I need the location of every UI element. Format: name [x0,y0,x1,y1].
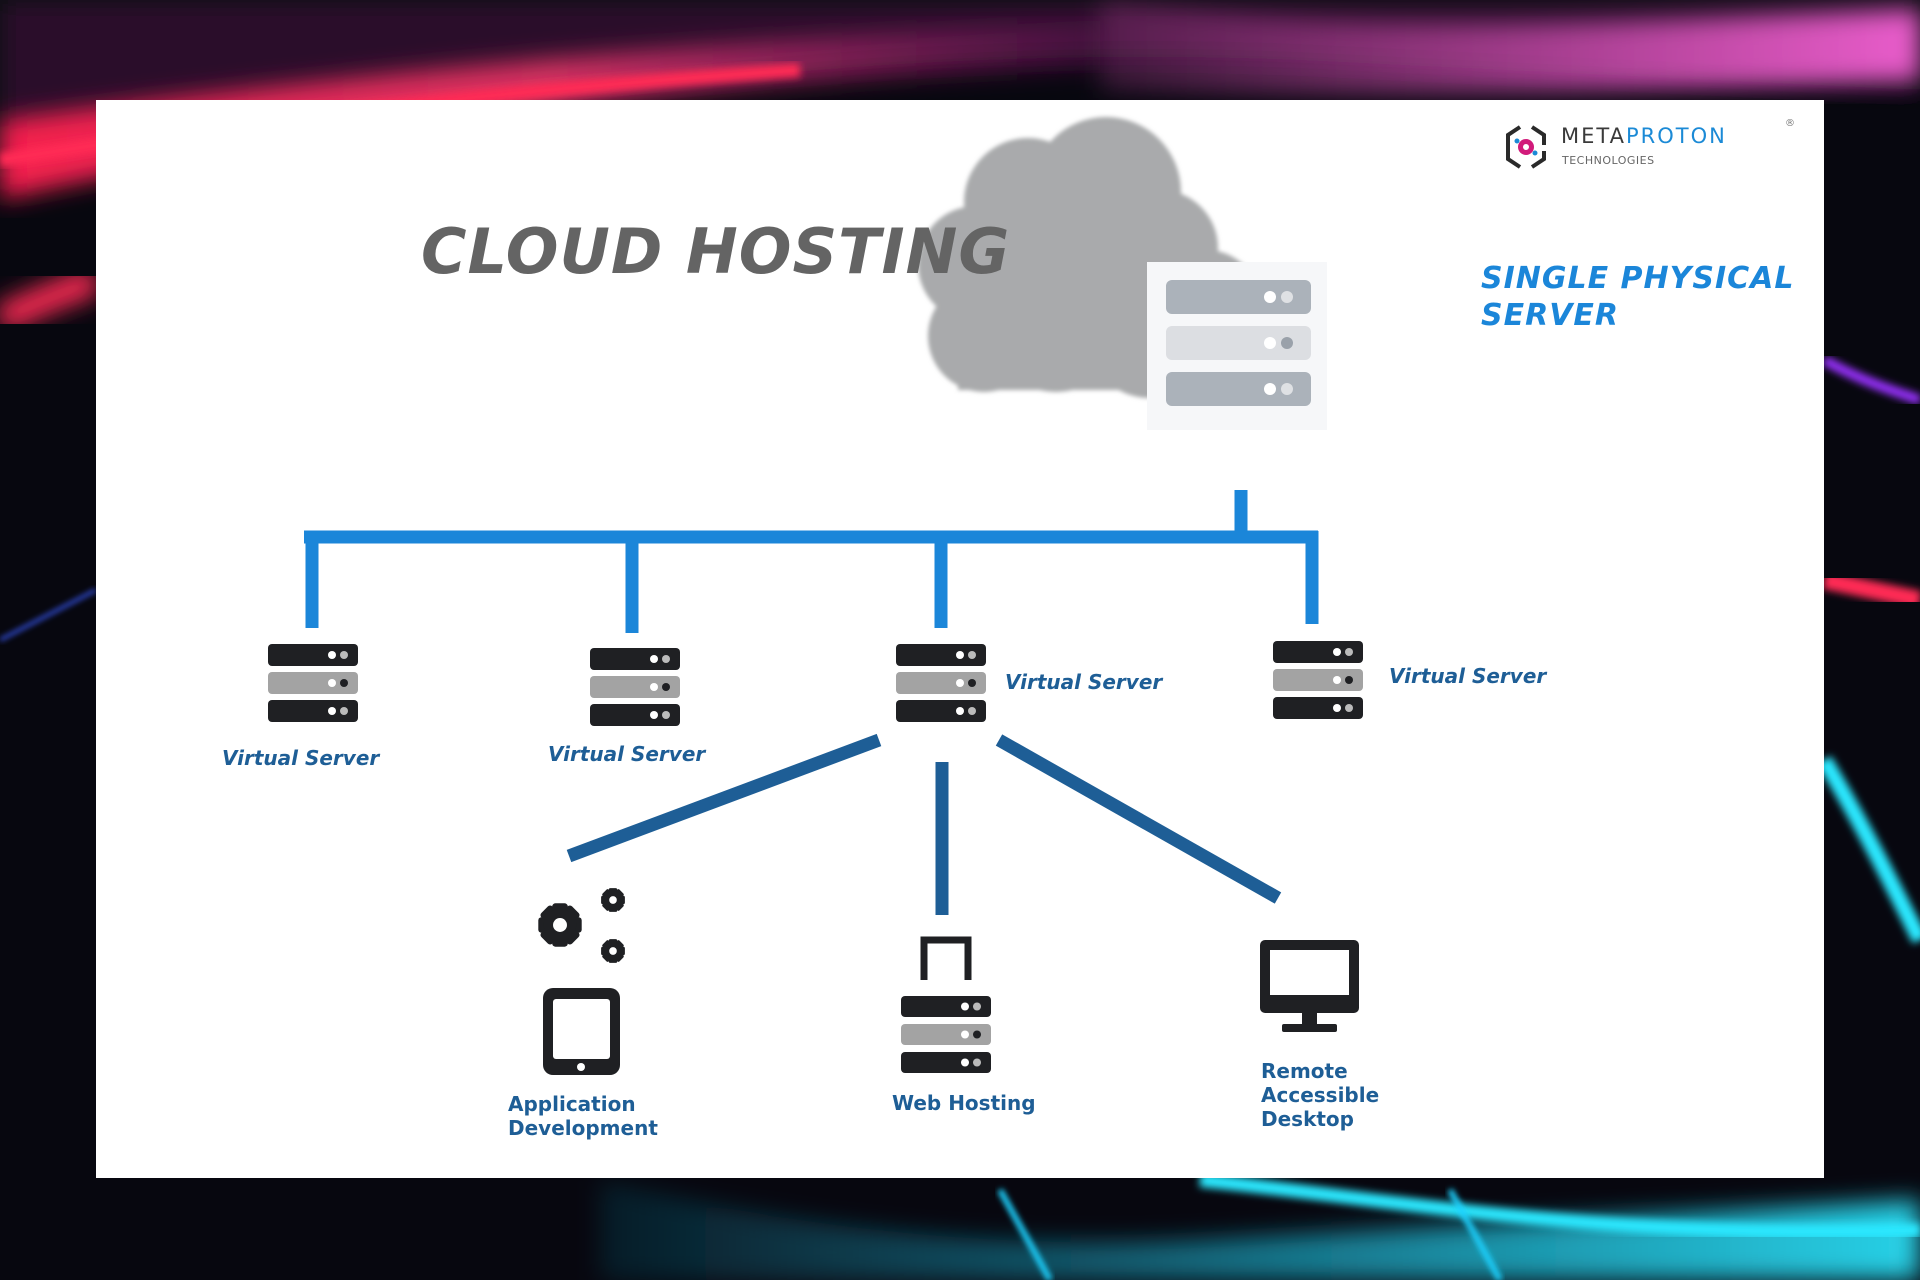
registered-mark: ® [1785,118,1795,129]
page-title: CLOUD HOSTING [421,215,1011,288]
gears-icon [538,888,625,963]
web-hosting-label: Web Hosting [892,1091,1036,1115]
hexagon-logo-icon [1506,125,1546,169]
server-rack-icon [896,644,986,722]
service-branches [566,733,1282,915]
remote-desktop-label: Remote Accessible Desktop [1261,1059,1380,1131]
hosting-diagram [268,117,1546,1075]
logo-wordmark: METAPROTON [1561,124,1727,148]
virtual-server-label: Virtual Server [548,742,706,766]
app-development-label: Application Development [508,1092,658,1140]
diagram-card: CLOUD HOSTING METAPROTON ® TECHNOLOGIES … [96,100,1824,1178]
physical-server-label: SINGLE PHYSICAL SERVER [1481,261,1795,333]
virtual-server-label: Virtual Server [1389,664,1547,688]
server-rack-icon [590,648,680,726]
logo-name-part2: PROTON [1625,124,1727,148]
locked-server-icon [901,936,991,1073]
logo-name-part1: META [1561,124,1626,148]
server-rack-icon [1273,641,1363,719]
company-logo: METAPROTON ® TECHNOLOGIES [1501,116,1801,180]
monitor-icon [1260,940,1359,1032]
virtual-server-label: Virtual Server [222,746,380,770]
tablet-icon [543,988,620,1075]
network-trunk [304,490,1319,633]
logo-subtitle: TECHNOLOGIES [1562,154,1655,167]
virtual-server-label: Virtual Server [1005,670,1163,694]
server-rack-icon [268,644,358,722]
cloud-server-icon [918,117,1327,430]
